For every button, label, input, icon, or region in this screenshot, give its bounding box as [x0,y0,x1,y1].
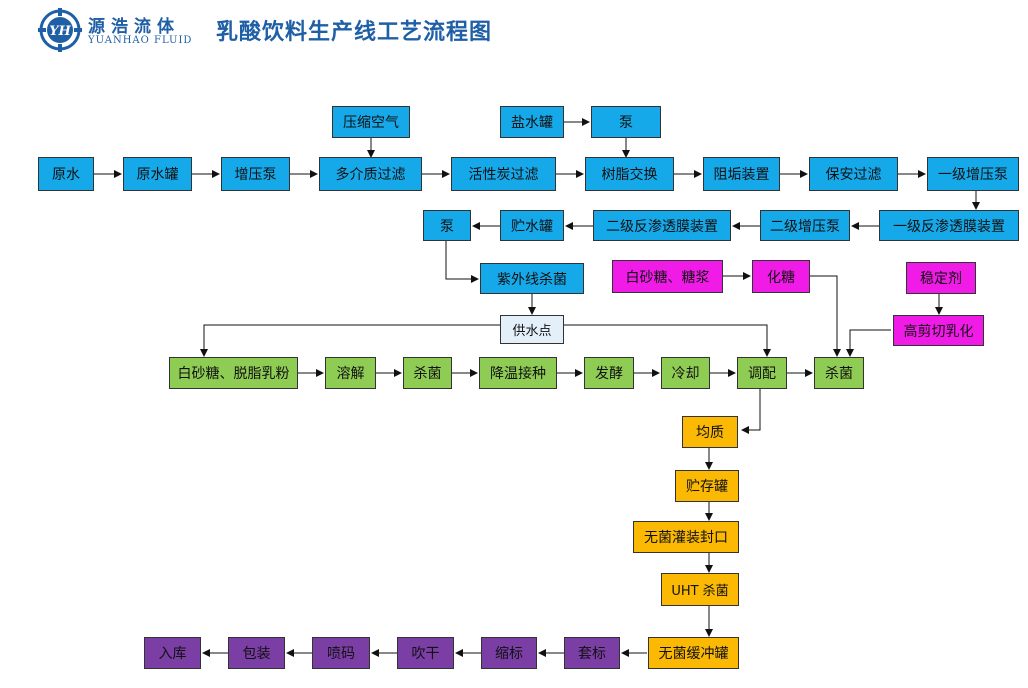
node-sterilize-2: 杀菌 [814,357,864,389]
node-booster-pump: 增压泵 [221,157,290,191]
node-sugar-melting: 化糖 [752,260,810,293]
arrow-shear-to-sterilize [846,329,891,357]
arrow-blending-to-homogenize [741,389,761,434]
node-water-storage-tank: 贮水罐 [500,210,564,241]
node-ferment: 发酵 [584,357,634,389]
node-sterilize-1: 杀菌 [403,357,452,389]
node-security-filter: 保安过滤 [809,157,898,191]
node-resin-exchange: 树脂交换 [585,157,674,191]
node-multimedia-filter: 多介质过滤 [319,157,422,191]
arrow-pump-to-uv [445,241,479,283]
svg-text:YH: YH [49,24,71,39]
brand-name-cn: 源浩流体 [88,17,180,37]
node-aseptic-buffer-tank: 无菌缓冲罐 [648,637,739,669]
node-packing: 包装 [228,637,285,669]
node-homogenize: 均质 [682,416,738,448]
node-dissolve: 溶解 [325,357,376,389]
node-pump-ro: 泵 [423,210,471,241]
node-compressed-air: 压缩空气 [332,106,410,138]
node-stabilizer: 稳定剂 [906,262,976,294]
company-logo: YH 源浩流体 YUANHAO FLUID [38,8,208,52]
node-cool-inoculate: 降温接种 [479,357,557,389]
node-sleeve-label: 套标 [564,637,620,669]
node-sugar-syrup: 白砂糖、糖浆 [612,260,723,293]
node-uv-sterilization: 紫外线杀菌 [480,263,584,294]
node-secondary-high-pressure-pump: 二级增压泵 [760,210,850,241]
node-primary-high-pressure-pump: 一级增压泵 [927,157,1019,191]
node-uht-sterilize: UHT 杀菌 [661,573,739,606]
node-water-supply-point: 供水点 [500,315,564,344]
node-warehousing: 入库 [144,637,201,669]
node-high-shear-emulsify: 高剪切乳化 [893,315,984,346]
node-sugar-milk-powder: 白砂糖、脱脂乳粉 [169,357,298,389]
brand-name-en: YUANHAO FLUID [88,35,193,46]
node-storage-tank: 贮存罐 [675,470,739,502]
node-raw-water: 原水 [38,157,94,191]
node-aseptic-filling: 无菌灌装封口 [633,521,739,553]
node-shrink-label: 缩标 [481,637,537,669]
node-pump-top: 泵 [591,106,661,138]
arrow-supply-to-powder [200,324,500,357]
node-blending: 调配 [737,357,787,389]
arrow-melting-to-sterilize [810,275,841,357]
arrow-supply-to-blending [564,324,771,357]
node-cooling: 冷却 [661,357,710,389]
node-brine-tank: 盐水罐 [500,106,564,138]
node-primary-ro: 一级反渗透膜装置 [879,210,1019,241]
yh-logo-icon: YH [38,8,82,52]
node-scale-inhibitor: 阻垢装置 [703,157,780,191]
node-activated-carbon-filter: 活性炭过滤 [451,157,556,191]
node-inkjet-code: 喷码 [312,637,370,669]
node-raw-water-tank: 原水罐 [123,157,192,191]
node-blow-dry: 吹干 [397,637,454,669]
node-secondary-ro: 二级反渗透膜装置 [593,210,731,241]
page-title: 乳酸饮料生产线工艺流程图 [216,20,493,45]
